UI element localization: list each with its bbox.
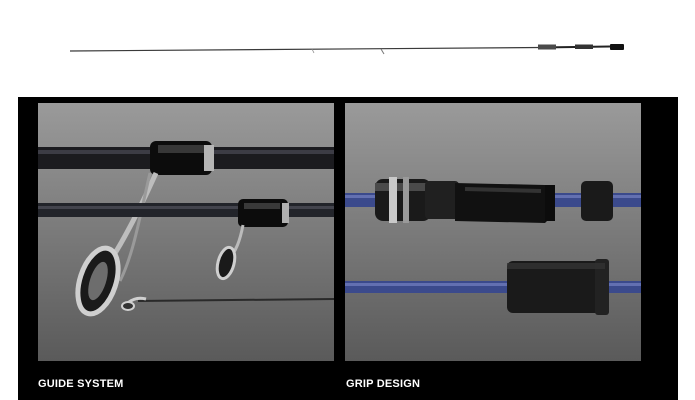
- feature-panels: GUIDE SYSTEM GRIP DESIGN: [18, 97, 678, 400]
- guide-system-photo: [38, 103, 334, 361]
- grip-design-photo: [345, 103, 641, 361]
- caption-grip-design: GRIP DESIGN: [346, 378, 421, 390]
- full-rod-image: [69, 44, 624, 55]
- caption-guide-system: GUIDE SYSTEM: [38, 378, 124, 390]
